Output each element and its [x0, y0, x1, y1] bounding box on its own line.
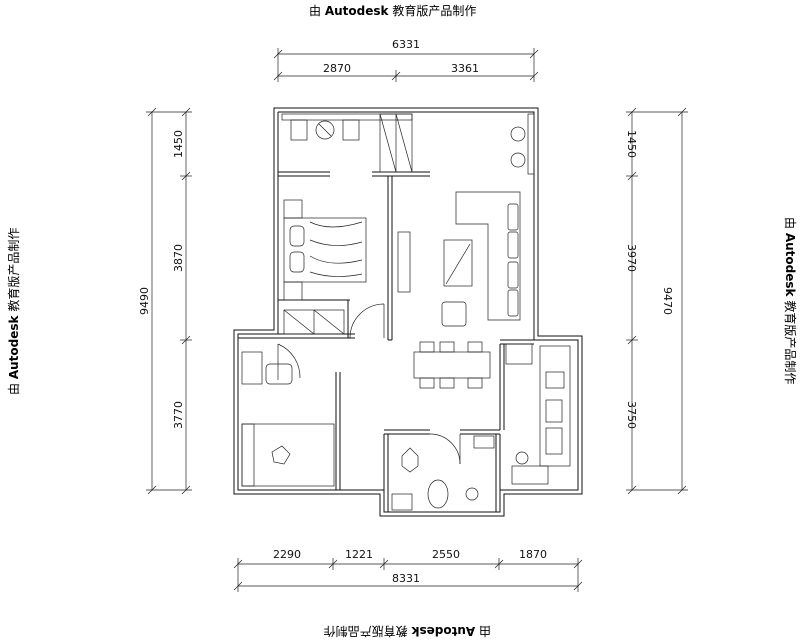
shower	[401, 447, 419, 473]
counter	[539, 345, 571, 467]
dim-right-top: 1450	[625, 130, 638, 158]
basin-icon	[465, 487, 479, 501]
dim-top-total: 6331	[392, 38, 420, 51]
rug	[241, 423, 335, 487]
dim-left-mid: 3870	[172, 244, 185, 272]
washer-icon	[515, 451, 529, 465]
sofa	[455, 191, 521, 321]
study-room	[241, 351, 335, 487]
dim-bottom-total: 8331	[392, 572, 420, 585]
dining-table	[413, 351, 491, 379]
fridge	[505, 343, 533, 365]
plant-icon	[510, 126, 526, 142]
dim-left-top: 1450	[172, 130, 185, 158]
nightstand	[283, 281, 303, 301]
toilet	[427, 479, 449, 509]
walls	[233, 107, 583, 517]
dim-left-bottom: 3770	[172, 401, 185, 429]
dim-bottom-3: 2550	[432, 548, 460, 561]
dim-top-right: 3361	[451, 62, 479, 75]
desk	[241, 351, 263, 385]
dim-bottom-4: 1870	[519, 548, 547, 561]
balcony-chair-left	[290, 119, 308, 141]
dining-area	[413, 341, 491, 389]
dim-bottom-1: 2290	[273, 548, 301, 561]
cabinet	[545, 427, 563, 455]
bed	[283, 217, 367, 283]
dim-left-total: 9490	[138, 287, 151, 315]
coffee-table	[443, 239, 473, 287]
watermark-top: 由 Autodesk 教育版产品制作	[309, 4, 477, 18]
pillow	[289, 251, 305, 273]
bookshelf	[241, 423, 255, 487]
chair	[265, 363, 293, 385]
pillow	[289, 225, 305, 247]
balcony-chair-right	[342, 119, 360, 141]
doors	[277, 303, 461, 465]
pattern	[271, 445, 291, 465]
dimension-top: 6331 2870 3361	[273, 38, 539, 82]
dim-right-bottom: 3750	[625, 401, 638, 429]
ottoman	[441, 301, 467, 327]
nightstand	[283, 199, 303, 219]
dim-bottom-2: 1221	[345, 548, 373, 561]
laundry	[511, 465, 549, 485]
bathroom	[391, 435, 495, 511]
dim-top-left: 2870	[323, 62, 351, 75]
plant-icon	[510, 152, 526, 168]
dimension-left: 9490 1450 3870 3770	[138, 107, 192, 495]
dimension-right: 1450 3970 3750 9470	[625, 107, 688, 495]
cabinet	[391, 493, 413, 511]
shelf	[473, 435, 495, 449]
dim-right-total: 9470	[661, 287, 674, 315]
stove	[545, 371, 565, 389]
sink	[545, 399, 563, 423]
balcony-table	[315, 120, 335, 140]
dim-right-mid: 3970	[625, 244, 638, 272]
kitchen	[505, 343, 571, 485]
balcony	[281, 113, 535, 175]
dimension-bottom: 2290 1221 2550 1870 8331	[233, 548, 583, 592]
tv-cabinet	[397, 231, 411, 293]
bedroom	[283, 199, 411, 335]
living-room	[441, 191, 521, 327]
